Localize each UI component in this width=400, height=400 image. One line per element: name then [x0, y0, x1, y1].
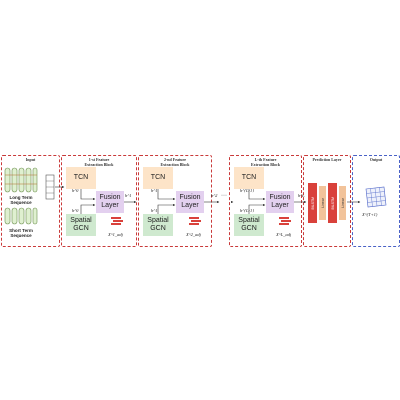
- block-1-fusion-layer: Fusion Layer: [96, 191, 124, 213]
- long-term-label: Long Term Sequence: [9, 195, 33, 205]
- block-2-h-bot: h^1: [151, 208, 158, 213]
- prediction-layer-4: Linear: [339, 186, 346, 220]
- block-2-h-out: h^2: [211, 193, 218, 198]
- short-term-sequence-icon: [4, 207, 38, 225]
- block-2-fusion-layer: Fusion Layer: [176, 191, 204, 213]
- block-l-title: L-th Feature Extraction Block: [251, 157, 280, 167]
- block-l-tcn: TCN: [234, 167, 264, 189]
- block-l-h-top: h^{L-1}: [240, 188, 254, 193]
- block-2-x-adj: X^2_adj: [186, 232, 201, 237]
- block-2-tcn: TCN: [143, 167, 173, 189]
- block-1-h-out: h^1: [125, 193, 132, 198]
- prediction-layer-2: Linear: [319, 186, 326, 220]
- ellipsis-dots: ···: [221, 193, 227, 199]
- block-2-spatial-gcn: Spatial GCN: [143, 214, 173, 236]
- block-1-tcn: TCN: [66, 167, 96, 189]
- input-title: Input: [25, 157, 36, 162]
- prediction-layer-3: BiLSTM: [328, 183, 337, 223]
- long-term-sequence-icon: [4, 167, 38, 193]
- block-1-h-bot: h^0: [72, 208, 79, 213]
- output-title: Output: [369, 157, 383, 162]
- block-l-panel: L-th Feature Extraction Block: [229, 155, 302, 247]
- block-2-panel: 2-nd Feature Extraction Block: [138, 155, 212, 247]
- input-panel: Input: [1, 155, 60, 247]
- block-l-h-bot: h^{L-1}: [240, 208, 254, 213]
- prediction-panel: Prediction Layer: [303, 155, 351, 247]
- output-label: X^(T+1): [362, 212, 378, 217]
- block-l-spatial-gcn: Spatial GCN: [234, 214, 264, 236]
- short-term-label: Short Term Sequence: [9, 228, 33, 238]
- output-grid-icon: [365, 186, 387, 208]
- block-l-adjacency-icon: [279, 217, 291, 225]
- prediction-layer-1: BiLSTM: [308, 183, 317, 223]
- input-stack-icon: [45, 174, 55, 200]
- block-1-spatial-gcn: Spatial GCN: [66, 214, 96, 236]
- block-l-h-out: h^L: [298, 193, 305, 198]
- block-l-fusion-layer: Fusion Layer: [266, 191, 294, 213]
- block-1-h-top: h^0: [72, 188, 79, 193]
- block-1-adjacency-icon: [111, 217, 123, 225]
- block-1-title: 1-st Feature Extraction Block: [84, 157, 114, 167]
- block-l-x-adj: X^L_adj: [276, 232, 292, 237]
- block-1-x-adj: X^1_adj: [108, 232, 123, 237]
- block-2-title: 2-nd Feature Extraction Block: [160, 157, 190, 167]
- block-2-h-top: h^1: [151, 188, 158, 193]
- block-2-adjacency-icon: [189, 217, 201, 225]
- block-1-panel: 1-st Feature Extraction Block: [61, 155, 137, 247]
- prediction-title: Prediction Layer: [312, 157, 342, 162]
